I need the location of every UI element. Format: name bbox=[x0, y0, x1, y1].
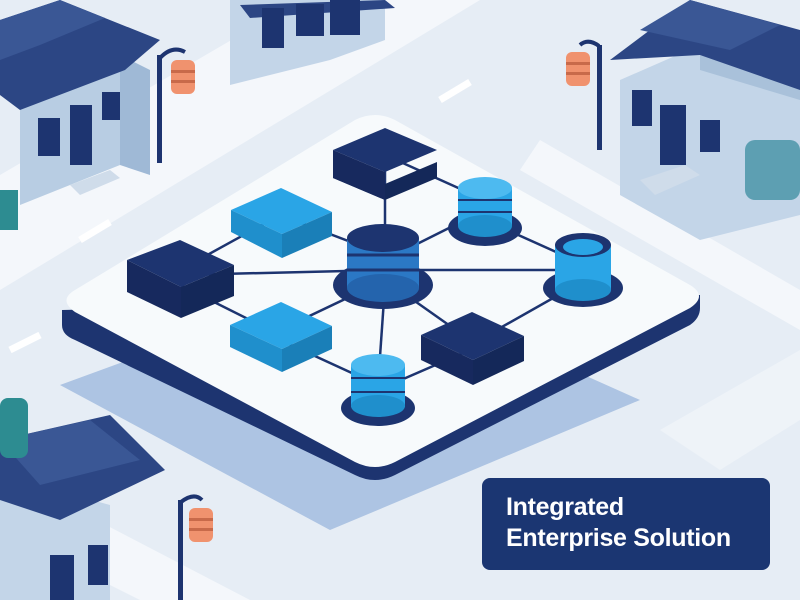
database-cylinder-icon bbox=[543, 233, 623, 307]
lantern-icon bbox=[171, 60, 195, 94]
house-icon bbox=[0, 415, 165, 600]
caption-line-2: Enterprise Solution bbox=[506, 524, 731, 552]
hedge bbox=[745, 140, 800, 200]
street-lamp-icon bbox=[157, 47, 195, 163]
tile-icon bbox=[231, 188, 332, 258]
street-lamp-icon bbox=[566, 39, 602, 150]
lantern-icon bbox=[189, 508, 213, 542]
tile-icon bbox=[230, 302, 332, 372]
caption-line-1: Integrated bbox=[506, 493, 624, 521]
hedge bbox=[0, 398, 28, 458]
server-block-icon bbox=[421, 312, 524, 385]
server-block-icon bbox=[333, 128, 437, 200]
database-icon bbox=[448, 177, 522, 246]
database-icon bbox=[333, 224, 433, 309]
hedge bbox=[0, 190, 18, 230]
database-icon bbox=[341, 354, 415, 426]
server-block-icon bbox=[127, 240, 234, 318]
caption-box: Integrated Enterprise Solution bbox=[482, 478, 770, 570]
house-icon bbox=[0, 0, 160, 205]
lantern-icon bbox=[566, 52, 590, 86]
house-icon bbox=[230, 0, 395, 85]
street-lamp-icon bbox=[178, 494, 213, 600]
